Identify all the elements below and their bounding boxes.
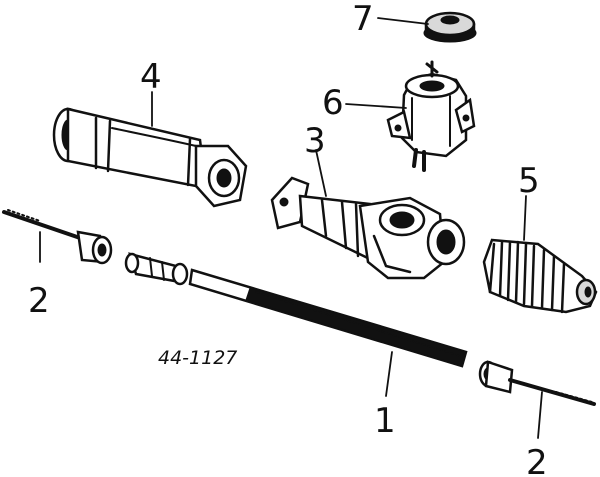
callout-2-right: 2 (526, 443, 548, 477)
pinion-housing (386, 60, 476, 172)
inner-joint (124, 252, 189, 286)
callout-3: 3 (304, 121, 326, 161)
tie-rod-right (478, 360, 596, 406)
callout-2-left: 2 (28, 281, 50, 321)
rack-bar (188, 268, 468, 368)
rack-tube (52, 107, 248, 208)
leader-lines (39, 17, 543, 439)
callout-6: 6 (322, 83, 344, 123)
seal-cap (423, 11, 477, 43)
part-number-label: 44-1127 (158, 347, 237, 369)
bellows-boot (482, 238, 598, 314)
callout-1: 1 (374, 401, 396, 441)
rack-housing (270, 176, 466, 280)
tie-rod-left (2, 209, 113, 265)
callout-7: 7 (352, 0, 374, 39)
callout-4: 4 (140, 57, 162, 97)
callout-5: 5 (518, 161, 540, 201)
